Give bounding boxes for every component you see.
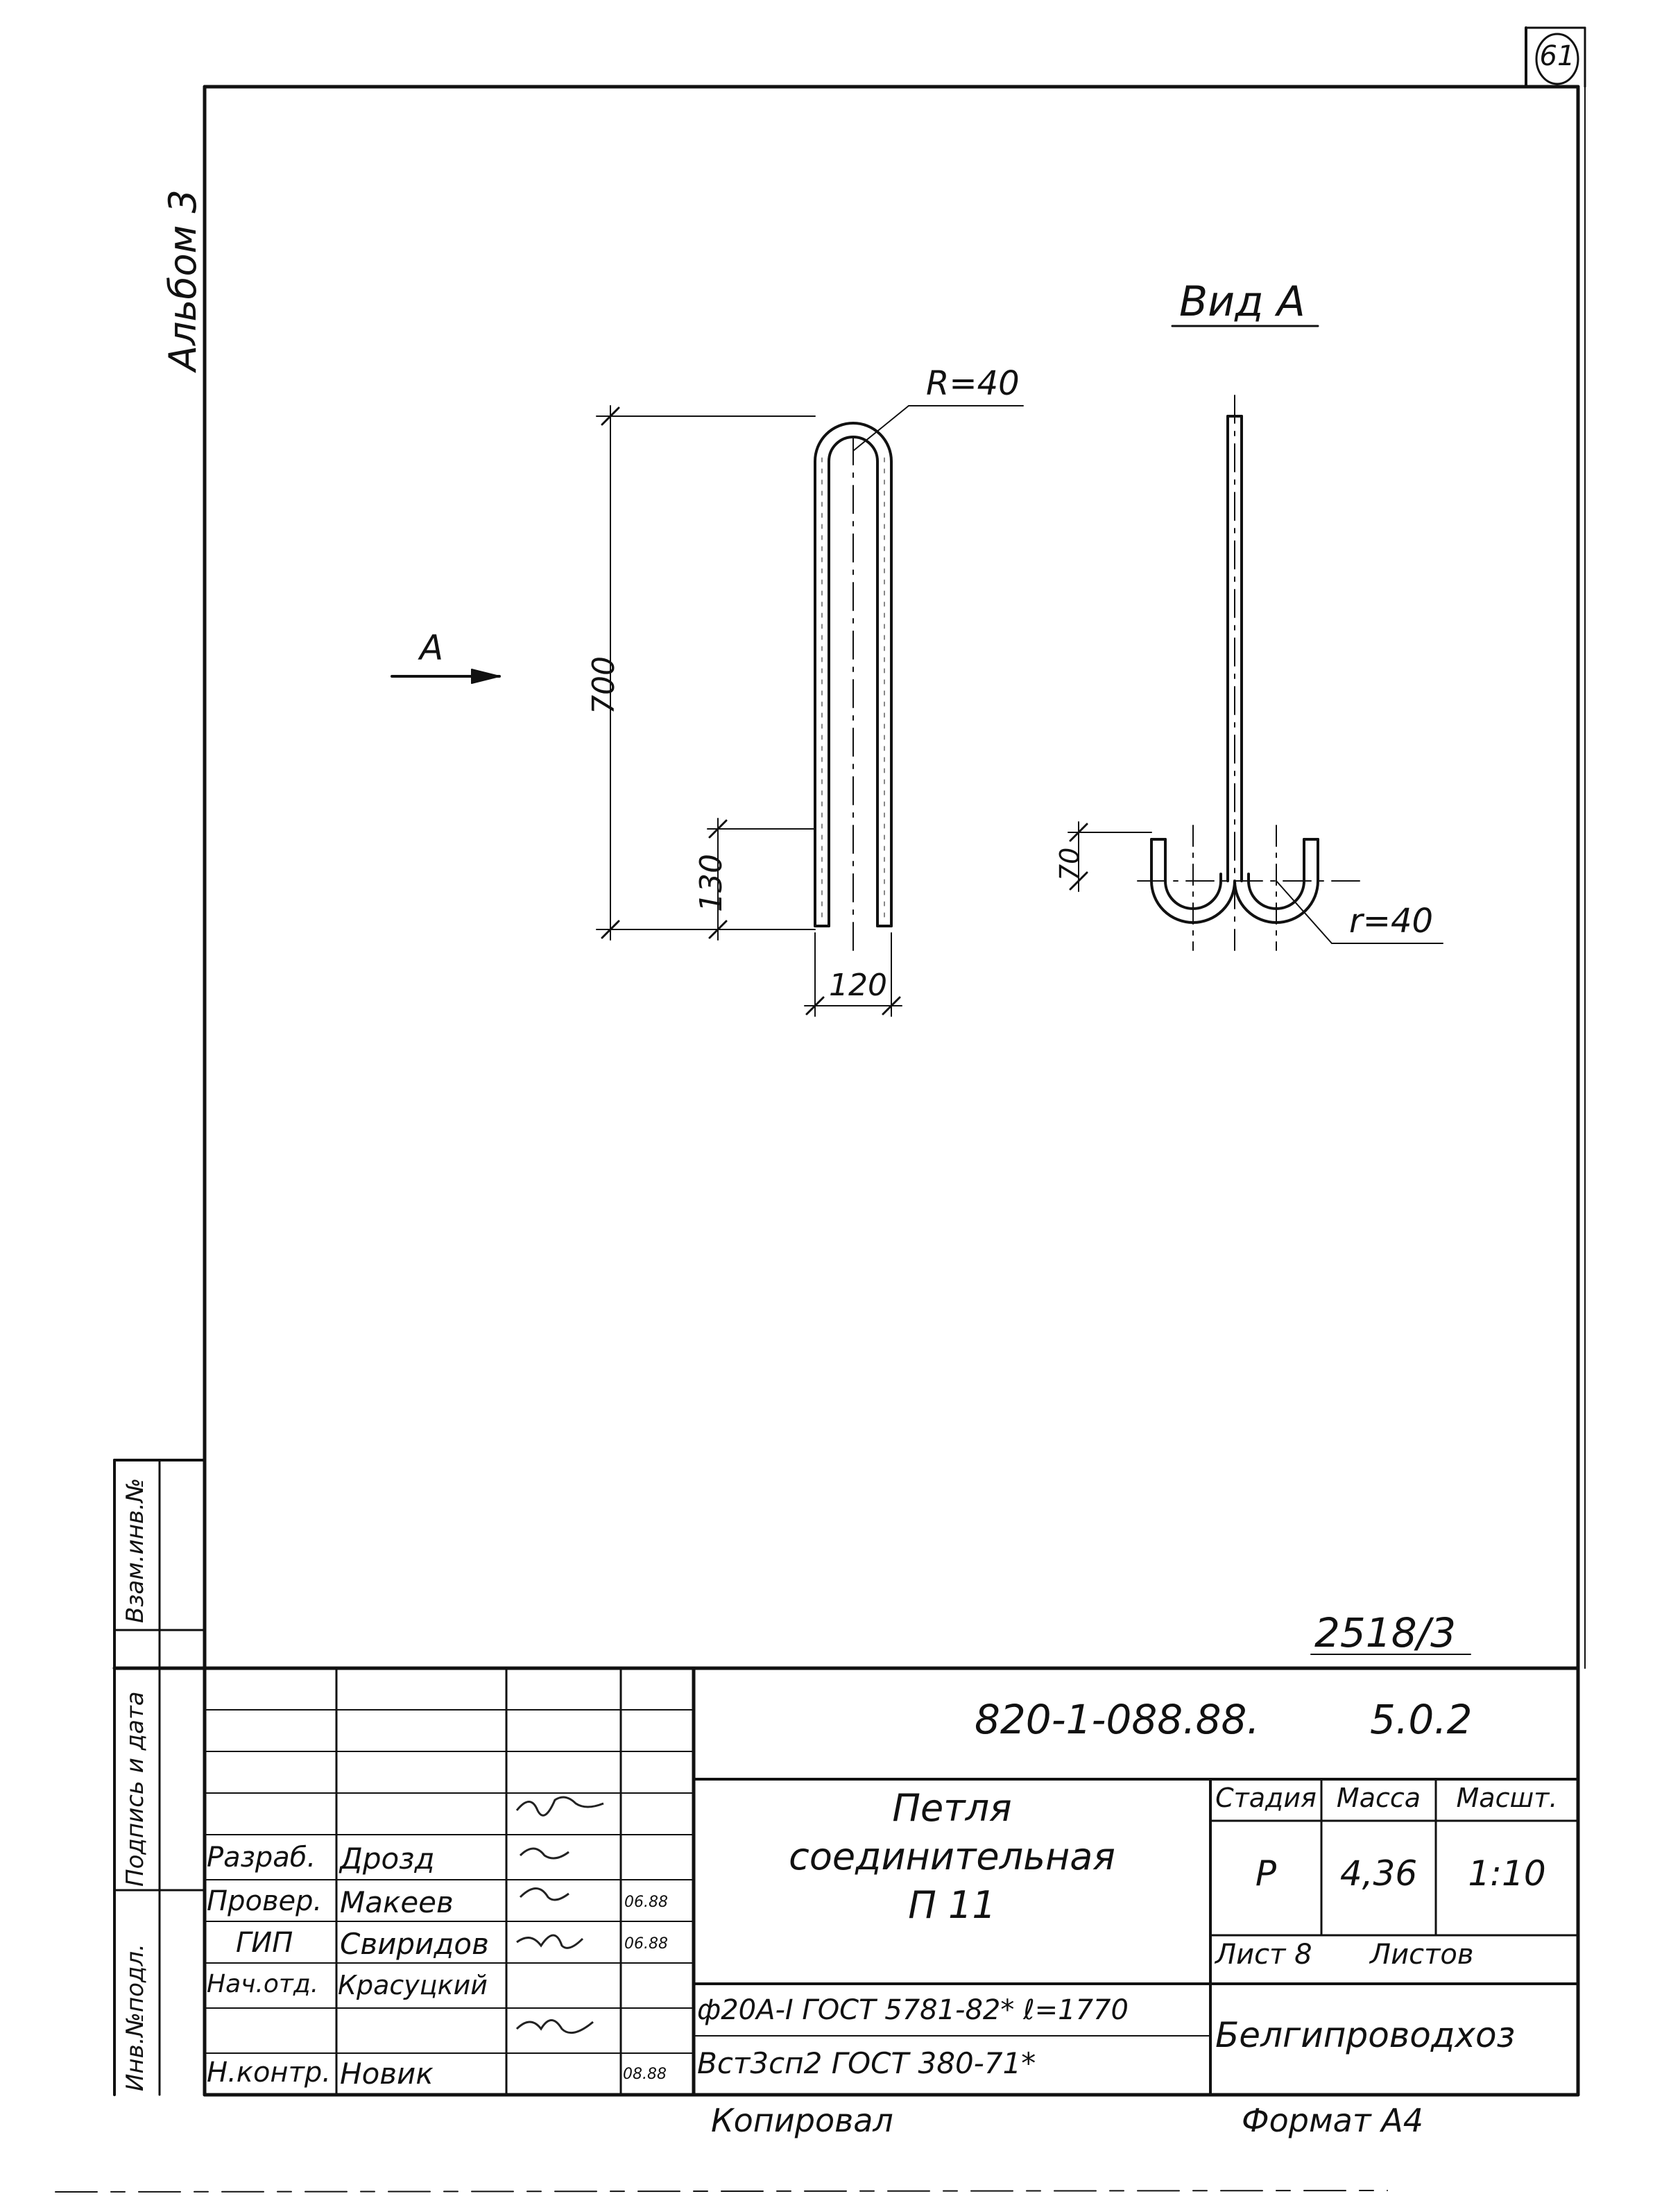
- view-arrow: [391, 669, 501, 684]
- role-date: 06.88: [624, 1894, 668, 1911]
- signatures: [515, 1796, 604, 2034]
- stage-header: Стадия: [1215, 1783, 1317, 1813]
- item-name-line2: соединительная: [789, 1835, 1115, 1878]
- sheet-label: Лист 8: [1215, 1939, 1312, 1971]
- front-dimensions: [596, 405, 902, 1017]
- sheet-code: 5.0.2: [1370, 1696, 1473, 1743]
- format-label: Формат А4: [1242, 2102, 1423, 2139]
- role-label: Разраб.: [207, 1842, 316, 1874]
- side-dimensions: [1068, 325, 1443, 944]
- material-line2: Вст3сп2 ГОСТ 380-71*: [697, 2046, 1036, 2080]
- sheets-label: Листов: [1370, 1939, 1474, 1971]
- margin-vzam-inv: Взам.инв.№: [121, 1477, 149, 1623]
- role-name: Дрозд: [340, 1842, 435, 1876]
- sheet-number-circle: [1535, 33, 1579, 85]
- role-label: Нач.отд.: [207, 1970, 319, 1998]
- dim-side-leg: 70: [1054, 847, 1085, 881]
- margin-signature-date: Подпись и дата: [121, 1691, 149, 1887]
- stage-value: Р: [1255, 1853, 1277, 1894]
- role-name: Новик: [340, 2057, 434, 2091]
- loop-side-view: [1137, 395, 1360, 951]
- role-date: 08.88: [623, 2066, 667, 2083]
- mass-header: Масса: [1336, 1783, 1421, 1813]
- role-label: Провер.: [207, 1885, 323, 1917]
- dim-height: 700: [586, 656, 622, 714]
- view-title: Вид А: [1179, 277, 1305, 326]
- scale-value: 1:10: [1468, 1853, 1546, 1894]
- margin-inv-podl: Инв.№подл.: [121, 1944, 149, 2091]
- inventory-number: 2518/3: [1314, 1609, 1457, 1656]
- organization: Белгипроводхоз: [1215, 2015, 1516, 2055]
- title-block-grid: [203, 1666, 1580, 2097]
- item-name-line3: П 11: [908, 1883, 996, 1927]
- role-name: Свиридов: [340, 1927, 489, 1961]
- role-label: ГИП: [236, 1927, 293, 1959]
- role-date: 06.88: [624, 1935, 668, 1953]
- dim-width: 120: [829, 968, 887, 1003]
- scale-header: Масшт.: [1456, 1783, 1558, 1813]
- album-label: Альбом 3: [161, 189, 205, 371]
- role-name: Красуцкий: [338, 1970, 488, 2000]
- copied-by: Копировал: [711, 2102, 893, 2139]
- loop-front-view: [814, 405, 1024, 951]
- dim-bend-radius-side: r=40: [1349, 902, 1434, 941]
- item-name-line1: Петля: [892, 1786, 1012, 1830]
- document-code: 820-1-088.88.: [975, 1696, 1260, 1743]
- dim-leg-length: 130: [694, 854, 729, 912]
- view-arrow-label: А: [420, 628, 444, 668]
- material-line1: ф20А-I ГОСТ 5781-82* ℓ=1770: [697, 1994, 1129, 2026]
- role-name: Макеев: [340, 1885, 454, 1919]
- sheet-number: 61: [1539, 40, 1575, 72]
- role-label: Н.контр.: [207, 2057, 331, 2089]
- dim-bend-radius-front: R=40: [926, 364, 1020, 403]
- mass-value: 4,36: [1339, 1853, 1418, 1894]
